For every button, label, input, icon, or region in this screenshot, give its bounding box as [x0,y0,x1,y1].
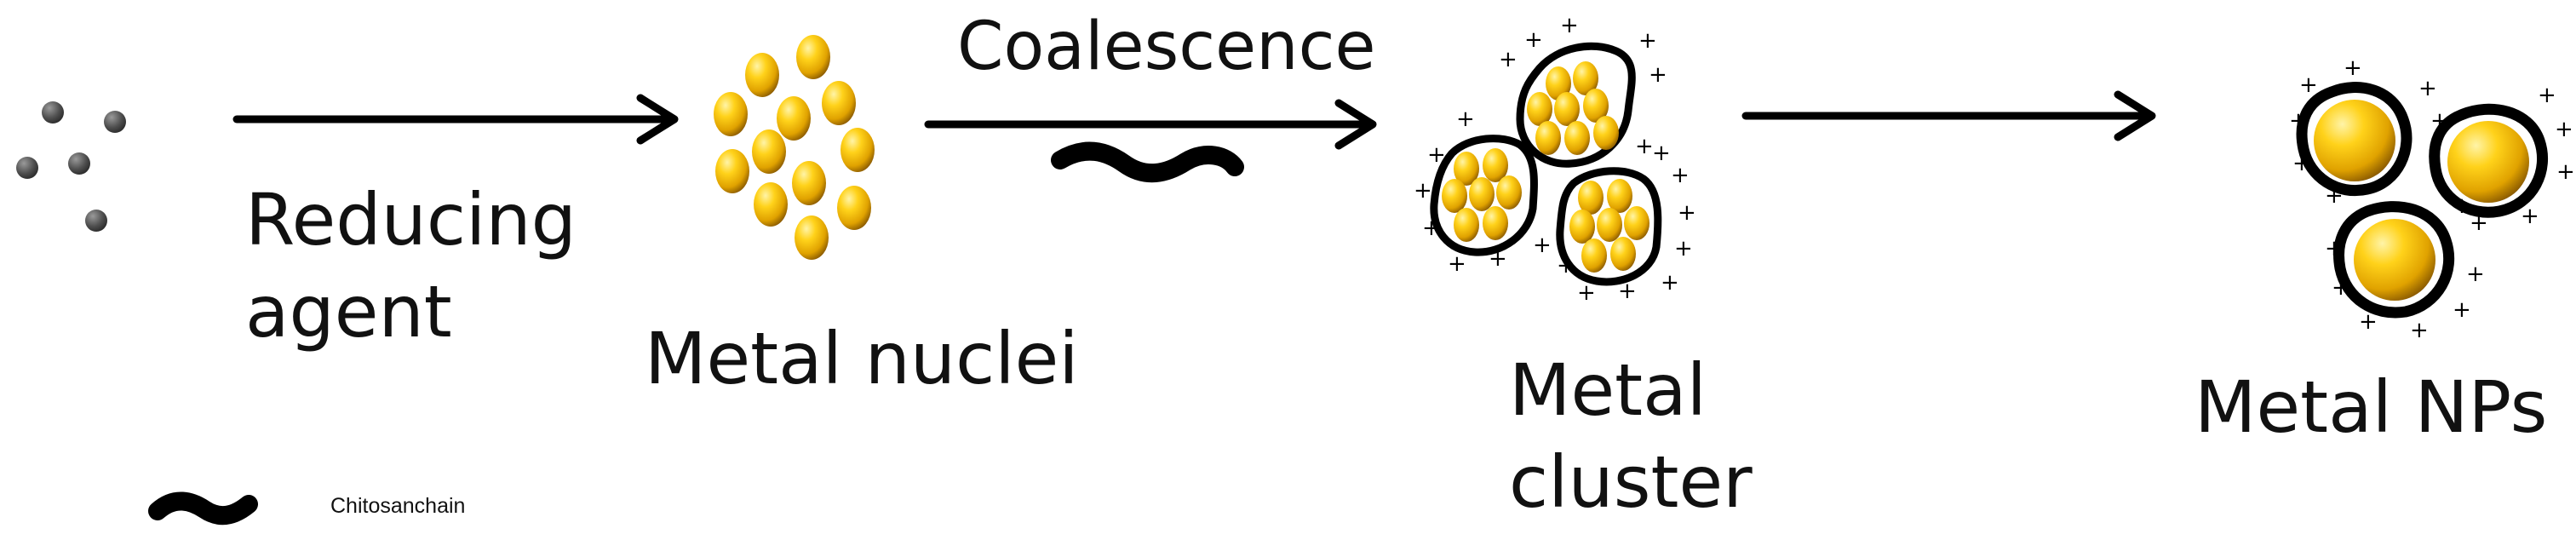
charge-plus-icon: + [2325,236,2344,261]
charge-plus-icon: + [1577,280,1596,306]
coalescence-label: Coalescence [957,9,1376,85]
chitosan-chain-icon [1051,141,1244,183]
charge-plus-icon: + [1638,28,1657,54]
metal-ion-icon [104,111,126,133]
charge-plus-icon: + [2332,275,2350,301]
reducing-agent-label: Reducing agent [245,178,577,353]
gold-nucleus-icon [837,186,871,230]
charge-plus-icon: + [2556,159,2575,185]
metal-cluster-group [1430,42,1662,286]
metal-ion-icon [16,157,38,179]
chitosan-chain-icon [148,491,258,526]
charge-plus-icon: + [1678,200,1696,226]
charge-plus-icon: + [2359,309,2378,335]
gold-nucleus-icon [840,128,875,172]
gold-nucleus-icon [822,81,856,125]
charge-plus-icon: + [1671,163,1690,188]
gold-np-icon [2314,100,2395,181]
charge-plus-icon: + [2466,261,2485,287]
charge-plus-icon: + [2470,210,2488,236]
metal-ion-icon [42,101,64,124]
np-shell [2296,82,2412,197]
gold-nucleus-icon [754,182,788,227]
charge-plus-icon: + [1533,233,1552,258]
metal-nuclei-label: Metal nuclei [645,317,1079,400]
charge-plus-icon: + [1635,134,1654,159]
charge-plus-icon: + [2430,108,2449,134]
charge-plus-icon: + [2453,193,2471,219]
metal-nuclei-group [714,35,875,260]
arrow-icon [1741,90,2156,141]
charge-plus-icon: + [2299,72,2318,98]
charge-plus-icon: + [1618,279,1637,304]
charge-plus-icon: + [2325,183,2344,209]
arrow-icon [232,94,679,145]
gold-np-icon [2354,219,2435,301]
gold-np-icon [2447,121,2529,203]
arrow-icon [924,99,1377,150]
charge-plus-icon: + [1649,62,1667,88]
gold-nucleus-icon [715,149,749,193]
charge-symbols: ++++++++++++++++++++++++++++++++++++++++ [1414,13,2575,343]
gold-nucleus-icon [752,129,786,174]
charge-plus-icon: + [1560,13,1579,38]
gold-nucleus-icon [777,96,811,141]
charge-plus-icon: + [1422,215,1441,241]
charge-plus-icon: + [1427,142,1446,168]
charge-plus-icon: + [1674,236,1693,261]
charge-plus-icon: + [2410,318,2429,343]
metal-ion-icon [68,152,90,175]
chitosan-chain-legend-label: Chitosanchain [330,494,466,518]
metal-nps-label: Metal NPs [2194,365,2548,449]
charge-plus-icon: + [1489,246,1507,272]
gold-nucleus-icon [714,92,748,136]
charge-plus-icon: + [1661,270,1679,296]
charge-plus-icon: + [2418,76,2437,101]
charge-plus-icon: + [2453,297,2471,323]
gold-nucleus-icon [792,161,826,205]
charge-plus-icon: + [1557,253,1575,279]
np-shell [2333,201,2455,319]
charge-plus-icon: + [2538,83,2556,108]
charge-plus-icon: + [1499,47,1517,72]
cluster-shell [1430,135,1538,256]
np-shell [2429,103,2548,218]
charge-plus-icon: + [2555,117,2573,142]
charge-plus-icon: + [2521,204,2539,229]
gold-nucleus-icon [745,53,779,97]
charge-plus-icon: + [2344,55,2362,81]
charge-plus-icon: + [2292,151,2311,176]
metal-ions [16,101,126,232]
metal-ion-icon [85,210,107,232]
gold-nucleus-icon [796,35,830,79]
charge-plus-icon: + [1524,27,1543,53]
gold-nucleus-icon [795,215,829,260]
cluster-shell [1556,167,1662,286]
metal-nps-group [2296,82,2548,319]
charge-plus-icon: + [1652,141,1671,166]
charge-plus-icon: + [1456,106,1475,132]
charge-plus-icon: + [1414,178,1432,204]
charge-plus-icon: + [1448,251,1466,277]
metal-cluster-label: Metal cluster [1509,348,1753,524]
charge-plus-icon: + [2289,108,2308,134]
